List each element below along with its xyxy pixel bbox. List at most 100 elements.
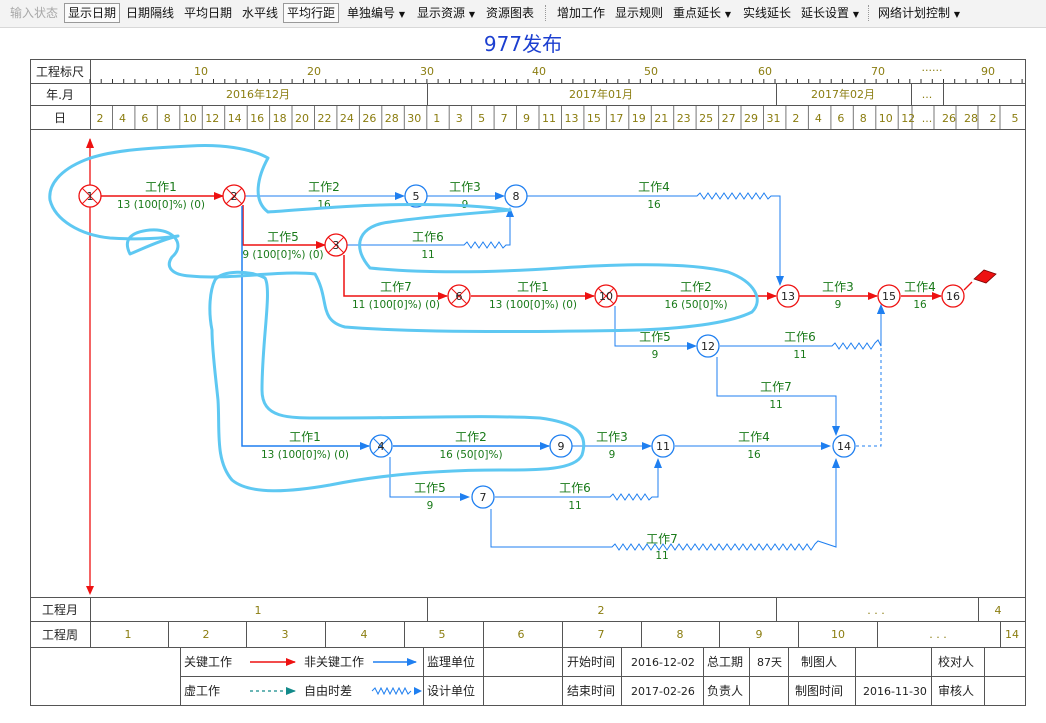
dummy-arrow[interactable]: [856, 304, 885, 447]
legend-noncritical-label: 非关键工作: [304, 655, 364, 669]
activity-arrow[interactable]: [716, 357, 840, 436]
day-grid: [112, 106, 1001, 129]
network-node[interactable]: 16: [941, 284, 965, 308]
solid-extend-button[interactable]: 实线延长: [743, 6, 792, 20]
day-label: 4: [815, 112, 822, 125]
legend-free-float-zigzag: [371, 686, 412, 696]
day-label: 3: [456, 112, 463, 125]
day-label: 18: [273, 112, 287, 125]
separate-numbering-dropdown[interactable]: 单独编号 ▼: [344, 3, 408, 23]
activity-arrow[interactable]: [720, 304, 885, 350]
day-label: 13: [565, 112, 579, 125]
node-number: 2: [231, 190, 238, 203]
activity-name: 工作7: [646, 532, 678, 546]
average-date-toggle[interactable]: 平均日期: [184, 6, 233, 20]
network-node[interactable]: 15: [877, 284, 901, 308]
activity-duration: 11: [421, 249, 434, 261]
activity-arrow[interactable]: [495, 458, 662, 501]
input-state-button[interactable]: 输入状态: [10, 6, 59, 20]
day-label: 28: [385, 112, 399, 125]
draw-time-label: 制图时间: [795, 684, 843, 698]
day-label: 5: [478, 112, 485, 125]
activity-duration: 9: [427, 500, 434, 512]
network-plan-control-dropdown[interactable]: 网络计划控制 ▼: [875, 3, 963, 23]
month-label: ...: [922, 88, 933, 101]
node-number: 4: [378, 440, 385, 453]
network-node[interactable]: 3: [324, 233, 348, 257]
ruler-tick-label: 60: [758, 65, 772, 78]
activity-name: 工作2: [308, 180, 340, 194]
activity-arrow[interactable]: [490, 458, 840, 551]
network-node[interactable]: 2: [222, 184, 246, 208]
network-node[interactable]: 10: [594, 284, 618, 308]
show-date-toggle[interactable]: 显示日期: [64, 3, 121, 23]
network-node[interactable]: 6: [447, 284, 471, 308]
network-node[interactable]: 4: [369, 434, 393, 458]
project-month-cell: 2: [598, 604, 605, 617]
activity-name: 工作3: [596, 430, 628, 444]
show-resource-dropdown[interactable]: 显示资源 ▼: [414, 3, 478, 23]
finish-flag-icon: [963, 269, 997, 291]
network-node[interactable]: 14: [832, 434, 856, 458]
activity-arrow[interactable]: [241, 206, 370, 450]
node-number: 13: [781, 290, 795, 303]
ruler-tick-label: 50: [644, 65, 658, 78]
activity-name: 工作1: [145, 180, 177, 194]
node-number: 10: [599, 290, 613, 303]
network-node[interactable]: 1: [78, 184, 102, 208]
day-label: 28: [964, 112, 978, 125]
start-time-value: 2016-12-02: [631, 656, 695, 669]
date-gridline-toggle[interactable]: 日期隔线: [126, 6, 175, 20]
day-label: 10: [183, 112, 197, 125]
node-number: 1: [87, 190, 94, 203]
activity-duration: 16: [747, 449, 761, 461]
day-label: 29: [744, 112, 758, 125]
activity-arrow[interactable]: [389, 457, 470, 501]
project-week-cell: 6: [518, 628, 525, 641]
day-label: 31: [767, 112, 781, 125]
activity-arrow[interactable]: [346, 207, 514, 249]
network-node[interactable]: 11: [651, 434, 675, 458]
network-node[interactable]: 9: [549, 434, 573, 458]
toolbar: 输入状态 显示日期 日期隔线 平均日期 水平线 平均行距 单独编号 ▼ 显示资源…: [0, 0, 1046, 28]
add-work-button[interactable]: 增加工作: [557, 6, 606, 20]
project-month-row-label: 工程月: [42, 602, 78, 617]
activity-duration: 11: [793, 349, 806, 361]
network-node[interactable]: 5: [404, 184, 428, 208]
node-number: 3: [333, 239, 340, 252]
activity-name: 工作3: [822, 280, 854, 294]
project-week-cell: 14: [1005, 628, 1019, 641]
network-node[interactable]: 13: [776, 284, 800, 308]
activity-arrow[interactable]: [614, 306, 697, 350]
network-node[interactable]: 8: [504, 184, 528, 208]
activity-name: 工作7: [380, 280, 412, 294]
network-node[interactable]: 7: [471, 485, 495, 509]
activity-name: 工作3: [449, 180, 481, 194]
activity-arrow[interactable]: [242, 205, 326, 249]
horizontal-line-toggle[interactable]: 水平线: [242, 6, 279, 20]
activity-name: 工作5: [639, 330, 671, 344]
average-row-spacing-toggle[interactable]: 平均行距: [283, 3, 340, 23]
day-label: 20: [295, 112, 309, 125]
node-number: 6: [456, 290, 463, 303]
reviewer-label: 审核人: [938, 683, 974, 698]
table-grid: [30, 59, 1026, 706]
activity-name: 工作4: [638, 180, 670, 194]
node-number: 9: [558, 440, 565, 453]
activity-arrow[interactable]: [343, 255, 448, 300]
separate-numbering-label: 单独编号: [347, 6, 396, 20]
project-week-cell: 2: [203, 628, 210, 641]
day-label: 9: [523, 112, 530, 125]
key-extend-dropdown[interactable]: 重点延长 ▼: [670, 3, 734, 23]
day-label: 10: [879, 112, 893, 125]
activity-arrow[interactable]: [527, 192, 784, 286]
node-number: 12: [701, 340, 715, 353]
ruler-tick-label: 40: [532, 65, 546, 78]
activity-duration: 11 (100[0]%) (0): [352, 299, 440, 311]
resource-chart-button[interactable]: 资源图表: [486, 6, 535, 20]
show-rules-button[interactable]: 显示规则: [615, 6, 664, 20]
extend-settings-dropdown[interactable]: 延长设置 ▼: [798, 3, 862, 23]
network-node[interactable]: 12: [696, 334, 720, 358]
day-label: 8: [860, 112, 867, 125]
